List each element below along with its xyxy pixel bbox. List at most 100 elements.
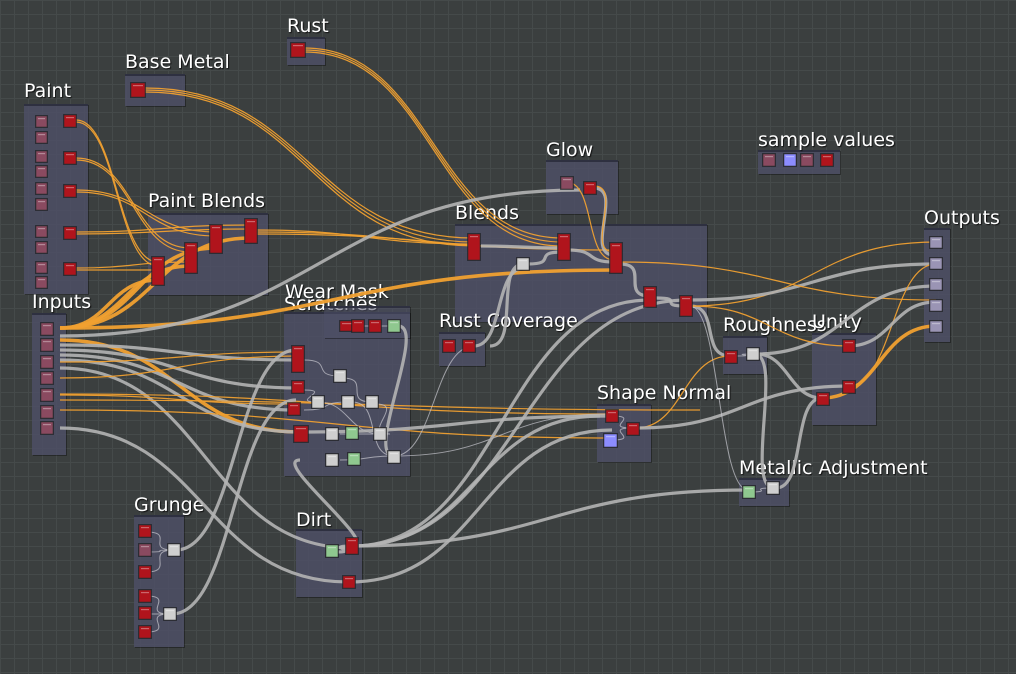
blend-node[interactable] — [643, 286, 657, 308]
input-node[interactable] — [40, 371, 54, 385]
connection-wire — [527, 250, 563, 266]
blend-node[interactable] — [557, 233, 571, 261]
scratch-blend-node[interactable] — [365, 395, 379, 409]
paint-node[interactable] — [63, 262, 77, 276]
paint-input-node[interactable] — [35, 182, 48, 195]
node-highlight — [293, 45, 303, 47]
paint-node[interactable] — [63, 151, 77, 165]
base-metal-node[interactable] — [130, 82, 146, 98]
sample-value-node[interactable] — [783, 153, 797, 167]
rust-node[interactable] — [290, 42, 306, 58]
scratch-node[interactable] — [291, 380, 305, 394]
paint-blend-node[interactable] — [244, 218, 258, 244]
frame-paint[interactable]: Paint — [24, 82, 88, 294]
paint-input-node[interactable] — [35, 261, 48, 274]
scratch-blend-node[interactable] — [373, 427, 387, 441]
paint-input-node[interactable] — [35, 150, 48, 163]
paint-input-node[interactable] — [35, 198, 48, 211]
node-body — [40, 338, 54, 352]
paint-node[interactable] — [63, 184, 77, 198]
connection-wire — [333, 544, 353, 554]
scratch-blend-node[interactable] — [311, 395, 325, 409]
sample-value-node[interactable] — [762, 153, 776, 167]
blend-node[interactable] — [609, 242, 623, 274]
rust-coverage-node[interactable] — [442, 339, 456, 353]
paint-blend-node[interactable] — [209, 224, 223, 254]
scratch-mask-node[interactable] — [345, 426, 359, 440]
blend-node[interactable] — [679, 295, 693, 317]
grunge-node[interactable] — [138, 524, 152, 538]
scratch-blend-node[interactable] — [325, 453, 339, 467]
wear-mask-output-node[interactable] — [387, 319, 401, 333]
scratch-blend-node[interactable] — [325, 427, 339, 441]
input-node[interactable] — [40, 388, 54, 402]
output-port[interactable] — [929, 299, 943, 312]
scratch-node[interactable] — [291, 345, 305, 373]
scratch-blend-node[interactable] — [341, 395, 355, 409]
output-port[interactable] — [929, 278, 943, 291]
frame-title-paint-blends: Paint Blends — [148, 190, 266, 212]
input-node[interactable] — [40, 322, 54, 336]
shape-normal-node[interactable] — [626, 422, 640, 436]
paint-input-node[interactable] — [35, 225, 48, 238]
normal-input-node[interactable] — [603, 433, 618, 448]
output-port[interactable] — [929, 320, 943, 333]
grunge-node[interactable] — [138, 589, 152, 603]
scratch-node[interactable] — [293, 425, 309, 443]
paint-input-node[interactable] — [35, 165, 48, 178]
grunge-node[interactable] — [138, 543, 152, 557]
scratch-node[interactable] — [287, 402, 301, 416]
wear-mask-node[interactable] — [368, 319, 382, 333]
grunge-blend-node[interactable] — [167, 543, 181, 557]
paint-node[interactable] — [63, 114, 77, 128]
dirt-mask-node[interactable] — [325, 544, 339, 558]
dirt-node[interactable] — [342, 575, 356, 589]
node-body — [842, 380, 856, 394]
paint-input-node[interactable] — [35, 131, 48, 144]
node-body — [347, 452, 361, 466]
scratch-mask-node[interactable] — [347, 452, 361, 466]
input-node[interactable] — [40, 421, 54, 435]
dirt-node[interactable] — [345, 537, 359, 555]
connection-wire — [75, 261, 191, 269]
scratch-blend-node[interactable] — [387, 450, 401, 464]
node-body — [293, 425, 309, 443]
shape-normal-node[interactable] — [605, 409, 619, 423]
node-body — [557, 233, 571, 261]
unity-node[interactable] — [842, 380, 856, 394]
output-port[interactable] — [929, 257, 943, 270]
roughness-node[interactable] — [724, 350, 738, 364]
metallic-input-node[interactable] — [742, 485, 756, 499]
rust-coverage-node[interactable] — [462, 339, 476, 353]
node-body — [842, 339, 856, 353]
input-node[interactable] — [40, 338, 54, 352]
grunge-node[interactable] — [138, 625, 152, 639]
paint-blend-node[interactable] — [151, 256, 165, 286]
unity-node[interactable] — [816, 392, 830, 406]
paint-blend-node[interactable] — [184, 242, 198, 274]
grunge-node[interactable] — [138, 565, 152, 579]
connection-wire — [755, 352, 823, 400]
paint-input-node[interactable] — [35, 241, 48, 254]
metallic-adjustment-node[interactable] — [766, 481, 780, 495]
input-node[interactable] — [40, 355, 54, 369]
sample-value-node[interactable] — [800, 153, 814, 167]
grunge-blend-node[interactable] — [163, 607, 177, 621]
output-port[interactable] — [929, 236, 943, 249]
paint-input-node[interactable] — [35, 276, 48, 289]
unity-node[interactable] — [842, 339, 856, 353]
glow-node[interactable] — [583, 181, 597, 195]
paint-input-node[interactable] — [35, 115, 48, 128]
blend-mask-node[interactable] — [516, 257, 530, 271]
sample-value-node[interactable] — [820, 153, 834, 167]
roughness-node[interactable] — [746, 347, 760, 361]
grunge-node[interactable] — [138, 606, 152, 620]
glow-input-node[interactable] — [560, 176, 574, 190]
paint-node[interactable] — [63, 226, 77, 240]
input-node[interactable] — [40, 405, 54, 419]
blend-node[interactable] — [467, 233, 481, 261]
scratch-blend-node[interactable] — [333, 369, 347, 383]
wear-mask-node[interactable] — [351, 319, 365, 333]
node-highlight — [133, 85, 143, 87]
